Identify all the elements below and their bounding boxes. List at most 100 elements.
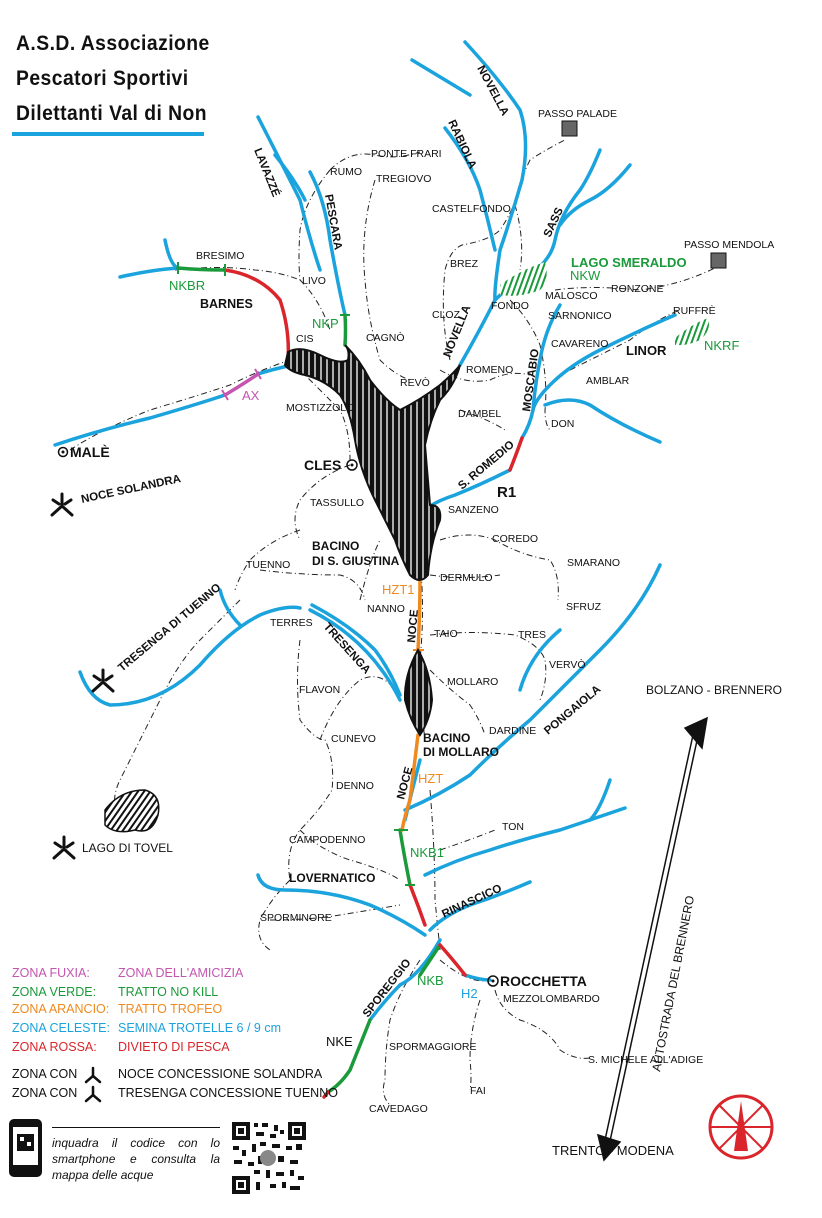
concession-tovel-icon	[52, 835, 76, 860]
place-campodenno: CAMPODENNO	[289, 834, 365, 846]
cles-icon	[346, 459, 358, 471]
zone-label-nkrf: NKRF	[704, 338, 739, 353]
place-amblar: AMBLAR	[586, 375, 630, 387]
place-brez: BREZ	[450, 258, 479, 270]
concession-value: NOCE CONCESSIONE SOLANDRA	[118, 1067, 323, 1081]
zone-red-nke	[322, 1090, 330, 1099]
river-ton-br	[423, 806, 627, 877]
river-noce-upper	[53, 393, 227, 447]
place-cavedago: CAVEDAGO	[369, 1103, 428, 1115]
concession-key: ZONA CON	[12, 1067, 78, 1081]
concession-row-solandra: ZONA CON NOCE CONCESSIONE SOLANDRA	[12, 1067, 322, 1081]
place-castelfondo: CASTELFONDO	[432, 203, 511, 215]
place-flavon: FLAVON	[299, 684, 340, 696]
place-fondo: FONDO	[491, 300, 529, 312]
zone-ticks	[177, 262, 415, 886]
place-cagno: CAGNÒ	[366, 331, 405, 344]
river-h2	[463, 973, 492, 982]
river-spore	[368, 983, 402, 1022]
zone-nkb	[418, 943, 442, 977]
zone-label-nkw: NKW	[570, 268, 601, 283]
river-pescara	[308, 170, 347, 317]
concession-value: TRESENGA CONCESSIONE TUENNO	[118, 1086, 338, 1100]
legend-row-verde: ZONA VERDE: TRATTO NO KILL	[12, 985, 218, 999]
place-rocchetta: ROCCHETTA	[500, 973, 587, 989]
zone-nkb1	[398, 828, 412, 887]
zones-fuxia	[223, 372, 260, 397]
place-fai: FAI	[470, 1085, 486, 1097]
place-lago-smeraldo: LAGO SMERALDO	[571, 255, 687, 270]
river-label-pescara: PESCARA	[322, 193, 344, 250]
qr-code[interactable]	[230, 1120, 308, 1196]
zone-hzt	[400, 733, 420, 832]
legend-key: ZONA ARANCIO:	[12, 1002, 110, 1016]
zones-no-kill	[176, 266, 442, 1094]
river-spore-up	[398, 938, 442, 987]
association-logo	[708, 1094, 774, 1160]
title-line-3: Dilettanti Val di Non	[16, 102, 208, 125]
river-label-rabiola: RABIOLA	[445, 118, 478, 171]
place-rumo: RUMO	[330, 166, 362, 178]
place-malosco: MALOSCO	[545, 290, 598, 302]
river-rabiola	[443, 126, 497, 252]
place-cunevo: CUNEVO	[331, 733, 376, 745]
place-taio: TAIO	[434, 628, 458, 640]
title-line-1: A.S.D. Associazione	[16, 32, 210, 55]
zone-label-ax: AX	[242, 388, 260, 403]
male-icon	[57, 446, 69, 458]
place-terres: TERRES	[270, 617, 313, 629]
place-bolzano: BOLZANO - BRENNERO	[646, 683, 782, 697]
river-tresenga	[310, 603, 402, 697]
place-bacino-m-2: DI MOLLARO	[423, 745, 499, 759]
zone-label-nkp: NKP	[312, 316, 339, 331]
river-north-arm	[518, 628, 562, 692]
place-cavareno: CAVARENO	[551, 338, 608, 350]
place-sfruz: SFRUZ	[566, 601, 602, 613]
place-bacino-m-1: BACINO	[423, 731, 470, 745]
zone-nkp	[343, 313, 348, 347]
place-don: DON	[551, 418, 574, 430]
river-label-noce-1: NOCE	[406, 609, 421, 643]
river-lavazze	[256, 115, 322, 272]
river-don	[543, 398, 662, 444]
zones-red	[223, 268, 524, 1099]
place-linor: LINOR	[626, 343, 667, 358]
river-network	[53, 40, 677, 1022]
place-tassullo: TASSULLO	[310, 497, 364, 509]
passo-mendola-icon	[710, 252, 727, 269]
zone-red-romedio	[508, 436, 524, 472]
river-moscabio	[520, 303, 562, 440]
river-sass-right	[558, 163, 632, 227]
legend-key: ZONA ROSSA:	[12, 1040, 97, 1054]
place-romeno: ROMENO	[466, 364, 513, 376]
place-tregiovo: TREGIOVO	[376, 173, 431, 185]
place-male: MALÈ	[70, 444, 110, 460]
legend-value: SEMINA TROTELLE 6 / 9 cm	[118, 1021, 282, 1035]
legend-key: ZONA VERDE:	[12, 985, 97, 999]
place-passo-mendola: PASSO MENDOLA	[684, 239, 774, 251]
place-ton: TON	[502, 821, 524, 833]
legend-row-rossa: ZONA ROSSA: DIVIETO DI PESCA	[12, 1040, 230, 1054]
river-lovernatico	[256, 873, 427, 937]
lake-mollaro	[403, 648, 434, 737]
river-label-tresenga-tuenno: TRESENGA DI TUENNO	[116, 582, 223, 675]
passo-palade-icon	[561, 120, 578, 137]
river-tresenga-tuenno-up	[218, 588, 242, 627]
place-cis: CIS	[296, 333, 314, 345]
place-mezzolombardo: MEZZOLOMBARDO	[503, 993, 600, 1005]
river-cavareno	[531, 313, 677, 412]
legend-row-celeste: ZONA CELESTE: SEMINA TROTELLE 6 / 9 cm	[12, 1021, 281, 1035]
place-s-michele: S. MICHELE ALL'ADIGE	[588, 1054, 703, 1066]
place-smarano: SMARANO	[567, 557, 620, 569]
place-barnes: BARNES	[200, 297, 253, 311]
place-denno: DENNO	[336, 780, 374, 792]
rocchetta-icon	[487, 975, 499, 987]
legend-star-icons	[84, 1066, 102, 1103]
place-tuenno: TUENNO	[246, 559, 290, 571]
river-label-pongaiola: PONGAIOLA	[542, 683, 603, 737]
autostrada-arrow	[596, 716, 708, 1162]
river-s-romedio	[430, 468, 512, 507]
qr-arrow-line	[52, 1127, 220, 1128]
zone-nke	[326, 1018, 372, 1094]
